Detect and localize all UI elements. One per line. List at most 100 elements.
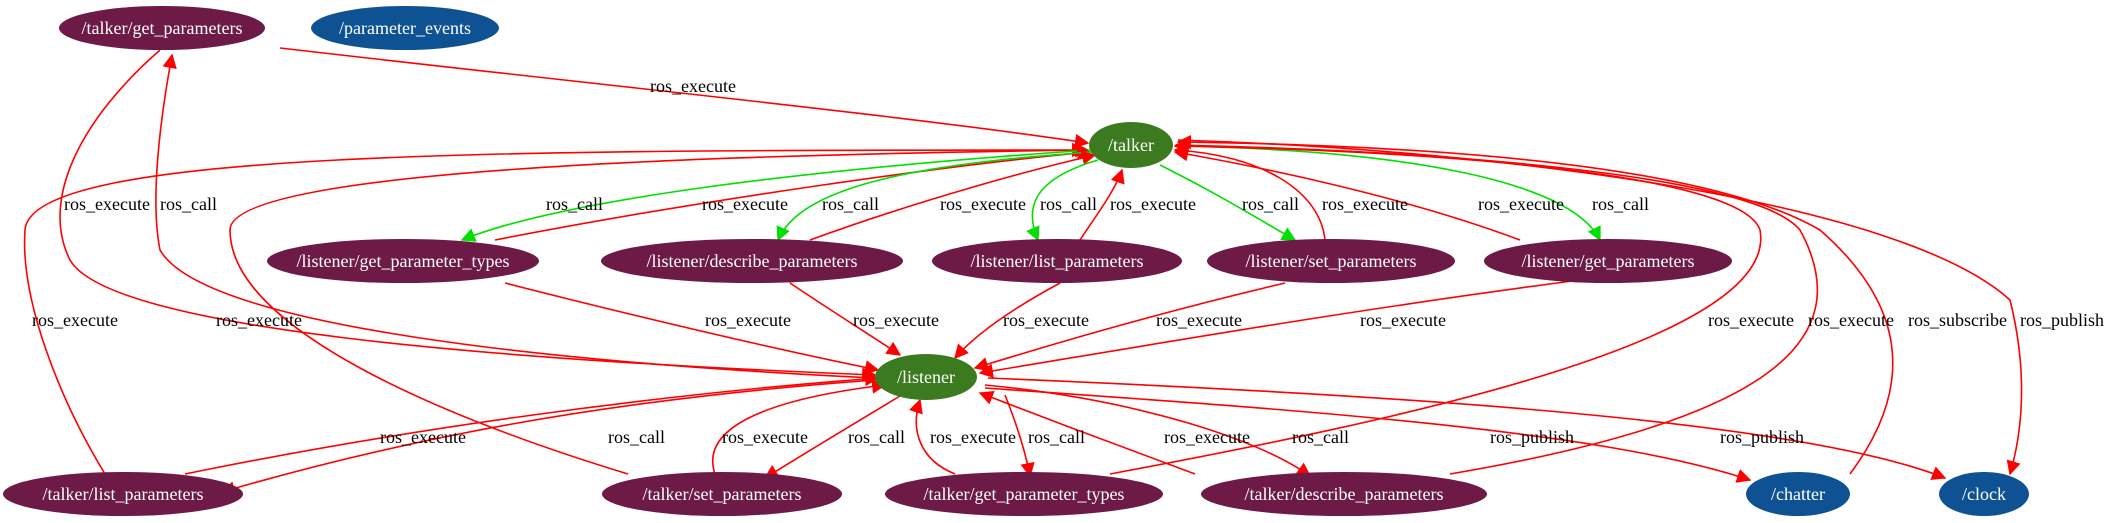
edge-talker-to-listener-describe-parameters (776, 151, 1093, 242)
edge-label: ros_execute (1360, 310, 1446, 330)
edges (23, 47, 2023, 496)
edge-listener-set-parameters-to-listener (973, 282, 1286, 372)
edge-listener-to-talker-set-parameters (763, 392, 906, 479)
topic-chatter[interactable]: /chatter (1746, 472, 1850, 516)
edge-label: ros_execute (1003, 310, 1089, 330)
node-label: /listener/get_parameter_types (297, 251, 510, 271)
edge-label: ros_execute (32, 310, 118, 330)
edge-listener-describe-parameters-to-talker (809, 150, 1097, 241)
nodes: /talker/get_parameters /parameter_events… (3, 6, 2029, 516)
edge-talker-get-parameter-types-to-listener (909, 398, 956, 475)
node-label: /talker/list_parameters (43, 484, 204, 504)
edge-listener-to-talker-get-parameter-types (1004, 394, 1035, 478)
edge-talker-to-listener-list-parameters (1026, 159, 1099, 242)
edge-listener-list-parameters-to-listener (954, 282, 1061, 360)
node-label: /talker/describe_parameters (1245, 484, 1444, 504)
node-listener-get-parameter-types[interactable]: /listener/get_parameter_types (267, 239, 539, 283)
node-listener-set-parameters[interactable]: /listener/set_parameters (1207, 239, 1455, 283)
edge-listener-to-talker-get-parameters (155, 53, 876, 379)
edge-talker-list-parameters-to-listener (184, 371, 880, 475)
edge-label: ros_execute (1322, 194, 1408, 214)
edge-label: ros_call (848, 427, 905, 447)
node-talker[interactable]: /talker (1089, 122, 1173, 168)
edge-listener-get-parameters-to-listener (978, 279, 1581, 378)
edge-label: ros_execute (1156, 310, 1242, 330)
node-listener-describe-parameters[interactable]: /listener/describe_parameters (601, 239, 903, 283)
edge-label: ros_execute (722, 427, 808, 447)
node-label: /talker (1108, 135, 1154, 155)
edge-label: ros_execute (1478, 194, 1564, 214)
edge-label: ros_execute (1708, 310, 1794, 330)
edge-talker-describe-parameters-to-talker (1174, 138, 1819, 475)
edge-label: ros_call (608, 427, 665, 447)
topic-clock[interactable]: /clock (1939, 472, 2029, 516)
edge-listener-get-parameter-types-to-listener (504, 282, 880, 375)
node-label: /listener/list_parameters (971, 251, 1144, 271)
edge-label: ros_publish (2020, 310, 2104, 330)
node-label: /parameter_events (339, 18, 471, 38)
edge-label: ros_call (822, 194, 879, 214)
edge-listener-to-clock (987, 377, 1947, 480)
edge-label: ros_execute (940, 194, 1026, 214)
edge-label: ros_execute (1164, 427, 1250, 447)
edge-labels: ros_execute ros_execute ros_call ros_cal… (32, 76, 2104, 447)
edge-label: ros_call (1592, 194, 1649, 214)
edge-label: ros_execute (1110, 194, 1196, 214)
edge-listener-get-parameter-types-to-talker (494, 146, 1092, 241)
node-listener-list-parameters[interactable]: /listener/list_parameters (932, 239, 1182, 283)
node-talker-set-parameters[interactable]: /talker/set_parameters (602, 472, 842, 516)
node-label: /listener/describe_parameters (647, 251, 858, 271)
edge-talker-to-listener-get-parameters (1174, 145, 1601, 242)
edge-talker-describe-parameters-to-listener (978, 390, 1196, 475)
edge-label: ros_call (1292, 427, 1349, 447)
edge-label: ros_execute (650, 76, 736, 96)
node-listener-get-parameters[interactable]: /listener/get_parameters (1484, 239, 1732, 283)
edge-talker-set-parameters-to-talker (229, 142, 1090, 475)
edge-listener-set-parameters-to-talker (1173, 143, 1326, 241)
edge-label: ros_call (1242, 194, 1299, 214)
node-talker-get-parameter-types[interactable]: /talker/get_parameter_types (885, 472, 1163, 516)
edge-talker-set-parameters-to-listener (712, 379, 887, 475)
edge-talker-to-clock (1177, 139, 2023, 476)
edge-talker-get-parameters-to-listener (59, 49, 877, 382)
node-label: /talker/set_parameters (643, 484, 802, 504)
edge-label: ros_publish (1490, 427, 1574, 447)
edge-label: ros_publish (1720, 427, 1804, 447)
edge-talker-get-parameters-to-talker (279, 47, 1090, 149)
edge-label: ros_call (1040, 194, 1097, 214)
node-talker-describe-parameters[interactable]: /talker/describe_parameters (1201, 472, 1487, 516)
edge-listener-to-talker-list-parameters (220, 379, 876, 496)
edge-talker-to-listener-get-parameter-types (460, 149, 1091, 242)
edge-label: ros_execute (380, 427, 466, 447)
node-label: /talker/get_parameters (82, 18, 243, 38)
edge-label: ros_execute (1808, 310, 1894, 330)
edge-chatter-to-talker (1176, 134, 1894, 475)
edge-listener-to-chatter (984, 387, 1752, 483)
node-label: /listener/get_parameters (1522, 251, 1695, 271)
node-listener[interactable]: /listener (875, 354, 977, 400)
node-talker-list-parameters[interactable]: /talker/list_parameters (3, 472, 243, 516)
node-label: /clock (1962, 484, 2006, 504)
node-talker-get-parameters[interactable]: /talker/get_parameters (59, 6, 265, 50)
node-label: /talker/get_parameter_types (924, 484, 1125, 504)
edge-label: ros_call (160, 194, 217, 214)
edge-label: ros_execute (216, 310, 302, 330)
topic-parameter-events[interactable]: /parameter_events (311, 6, 499, 50)
edge-listener-describe-parameters-to-listener (789, 282, 902, 356)
edge-talker-to-listener-set-parameters (1159, 164, 1297, 241)
edge-label: ros_execute (705, 310, 791, 330)
edge-label: ros_subscribe (1908, 310, 2007, 330)
edge-label: ros_call (546, 194, 603, 214)
node-label: /listener (897, 367, 955, 387)
edge-listener-get-parameters-to-talker (1173, 147, 1521, 241)
node-label: /listener/set_parameters (1246, 251, 1417, 271)
edge-label: ros_call (1028, 427, 1085, 447)
edge-label: ros_execute (64, 194, 150, 214)
edge-listener-list-parameters-to-talker (1079, 168, 1125, 241)
node-label: /chatter (1771, 484, 1825, 504)
edge-label: ros_execute (930, 427, 1016, 447)
edge-label: ros_execute (853, 310, 939, 330)
edge-talker-list-parameters-to-talker (23, 142, 1087, 475)
edge-label: ros_execute (702, 194, 788, 214)
